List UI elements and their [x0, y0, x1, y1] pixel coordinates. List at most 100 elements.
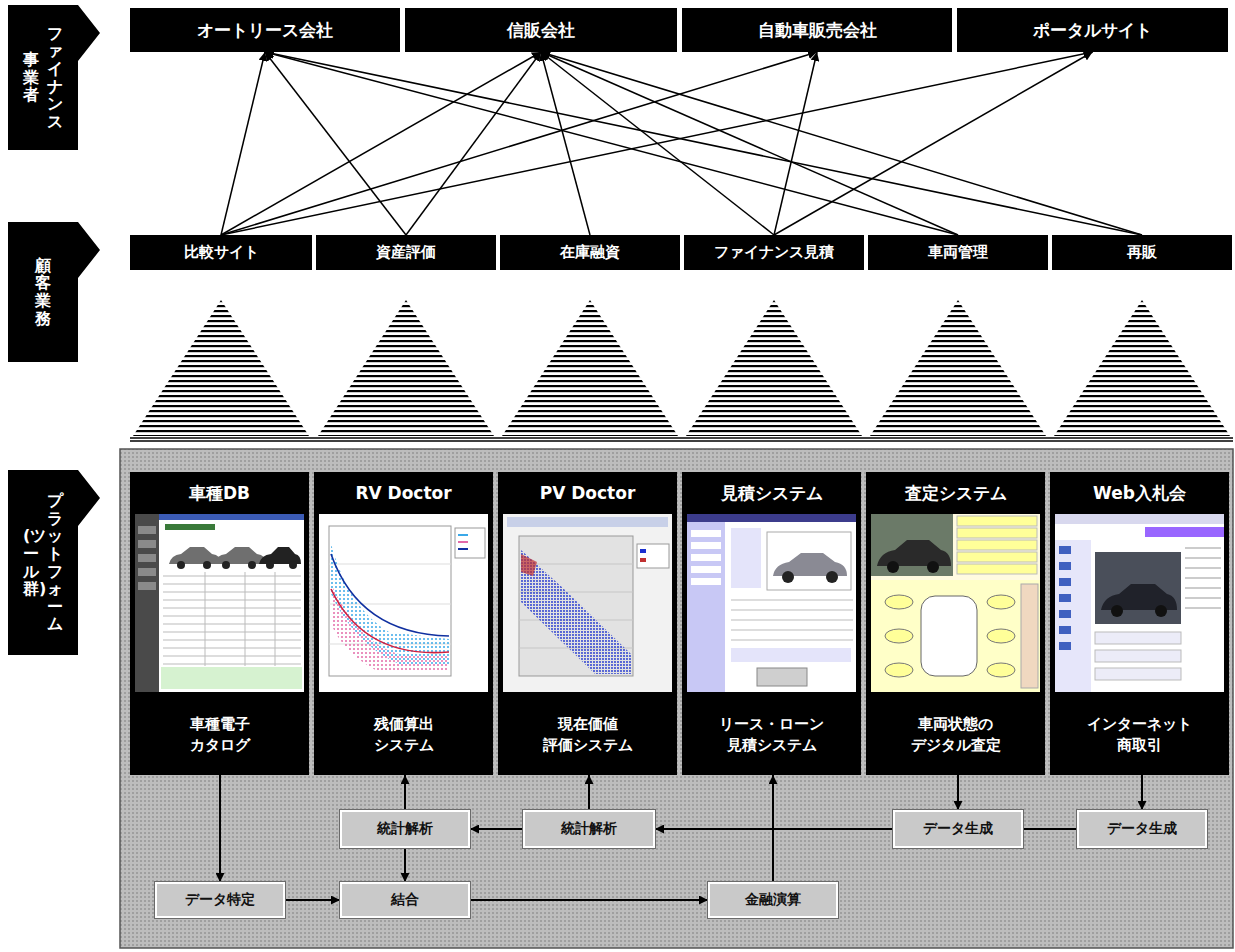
screen-web-auction-part [1155, 605, 1167, 617]
pyramid-group-part [318, 300, 494, 436]
label-text: 自動車販売会社 [758, 19, 877, 42]
label-text: 見積システム [721, 482, 823, 505]
label-text: PV Doctor [540, 483, 636, 503]
column-description-slot: インターネット 商取引 [1050, 694, 1229, 775]
screen-appraisal-part [957, 528, 1037, 538]
pyramid-group-part [130, 437, 1233, 439]
screen-appraisal-part [921, 596, 977, 676]
connector [541, 52, 1142, 235]
label-text: ファイナンス見積 [714, 243, 834, 262]
screen-web-auction-part [1059, 626, 1071, 634]
screen-quote-form-part [731, 640, 853, 641]
connector [265, 52, 1142, 235]
chevron-text-group: ファイナンス事業者 [8, 5, 78, 150]
screen-appraisal-part [871, 514, 1040, 692]
screen-car-catalog-part [159, 514, 304, 520]
screen-web-auction-part [1185, 608, 1221, 609]
screen-value-chart-part [503, 514, 672, 692]
screen-car-catalog-part [203, 561, 211, 569]
connector [406, 52, 541, 235]
label-text: 顧客業務 [35, 257, 51, 327]
screen-car-catalog-part [289, 561, 297, 569]
screen-quote-form-part [691, 566, 721, 573]
screen-web-auction-part [1055, 540, 1091, 692]
screen-residual-chart [319, 514, 488, 692]
process-box: データ特定 [155, 882, 285, 918]
column-heading-slot: RV Doctor [314, 472, 493, 514]
connector [774, 52, 1093, 235]
screen-car-catalog-part [169, 547, 301, 564]
screen-value-chart-part [640, 549, 646, 553]
chevron-text-group: 顧客業務 [8, 222, 78, 362]
screen-car-catalog-part [138, 554, 156, 562]
screen-car-catalog-part [138, 540, 156, 548]
screen-car-catalog-part [163, 572, 301, 666]
connector [1141, 775, 1143, 810]
label-text: オートリース会社 [197, 19, 333, 42]
connector [221, 52, 1093, 235]
screen-quote-form-part [731, 630, 853, 631]
screen-appraisal-part [957, 516, 1037, 526]
label-text: Web入札会 [1093, 482, 1186, 505]
connector [404, 848, 406, 882]
screen-web-auction-part [1185, 548, 1221, 549]
screen-car-catalog-part [205, 572, 206, 666]
label-text: リース・ローン 見積システム [717, 714, 826, 756]
screen-residual-chart-part [458, 534, 468, 536]
screen-car-catalog-part [163, 640, 301, 641]
screen-web-auction-part [1059, 578, 1071, 586]
screen-car-catalog-part [138, 568, 156, 576]
screen-car-catalog-part [163, 648, 301, 649]
screen-quote-form-part [691, 530, 721, 585]
connector [221, 52, 541, 235]
screen-web-auction-part [1185, 598, 1221, 599]
label-text: 残価算出 システム [372, 714, 436, 756]
screen-appraisal-part [885, 663, 913, 677]
label-text: データ生成 [1107, 820, 1177, 838]
connector [404, 775, 406, 810]
screen-car-catalog-part [138, 526, 156, 534]
process-box: 統計解析 [340, 810, 470, 848]
pyramid-group-part [1054, 300, 1230, 436]
screen-web-auction-part [1095, 632, 1181, 644]
screen-car-catalog-part [177, 561, 185, 569]
section-chevron: プラットフォーム(ツール群) [8, 470, 100, 655]
screen-car-catalog-part [169, 547, 221, 564]
section-chevron: 顧客業務 [8, 222, 100, 362]
tool-column: 査定システム車両状態の デジタル査定 [866, 472, 1045, 775]
screen-car-catalog-part [165, 524, 215, 530]
screen-quote-form-part [687, 514, 856, 692]
label-text: 再販 [1127, 243, 1157, 262]
screen-residual-chart-part [455, 528, 485, 558]
screen-car-catalog-part [135, 514, 159, 692]
screen-web-auction-part [1059, 546, 1071, 554]
screen-residual-chart-part [458, 541, 468, 543]
screen-quote-form-part [782, 571, 794, 583]
screen-web-auction-part [1185, 578, 1221, 579]
process-box: 統計解析 [523, 810, 655, 848]
screen-web-auction-part [1185, 568, 1221, 569]
connector [285, 899, 340, 901]
screen-car-catalog [135, 514, 304, 692]
screen-quote-form-part [731, 620, 853, 621]
screen-appraisal-part [987, 663, 1015, 677]
pyramid-group-part [502, 300, 678, 436]
screen-web-auction-part [1059, 546, 1071, 650]
screen-web-auction-part [1095, 552, 1181, 624]
label-text: 統計解析 [561, 820, 617, 838]
connector [541, 52, 590, 235]
screen-car-catalog-part [163, 608, 301, 609]
process-box: データ生成 [893, 810, 1023, 848]
screen-appraisal-part [885, 595, 913, 609]
label-text: 比較サイト [184, 243, 259, 262]
label-text: 在庫融資 [560, 243, 620, 262]
label-text: 車種電子 カタログ [188, 714, 252, 756]
connector [588, 775, 590, 810]
screen-car-catalog-part [275, 572, 276, 666]
screen-value-chart-part [521, 550, 631, 674]
business-box: ファイナンス見積 [684, 235, 864, 270]
screen-web-auction-part [1059, 562, 1071, 570]
chevron-shape [8, 222, 100, 362]
screen-value-chart-part [640, 558, 646, 562]
label-text: インターネット 商取引 [1085, 714, 1194, 756]
